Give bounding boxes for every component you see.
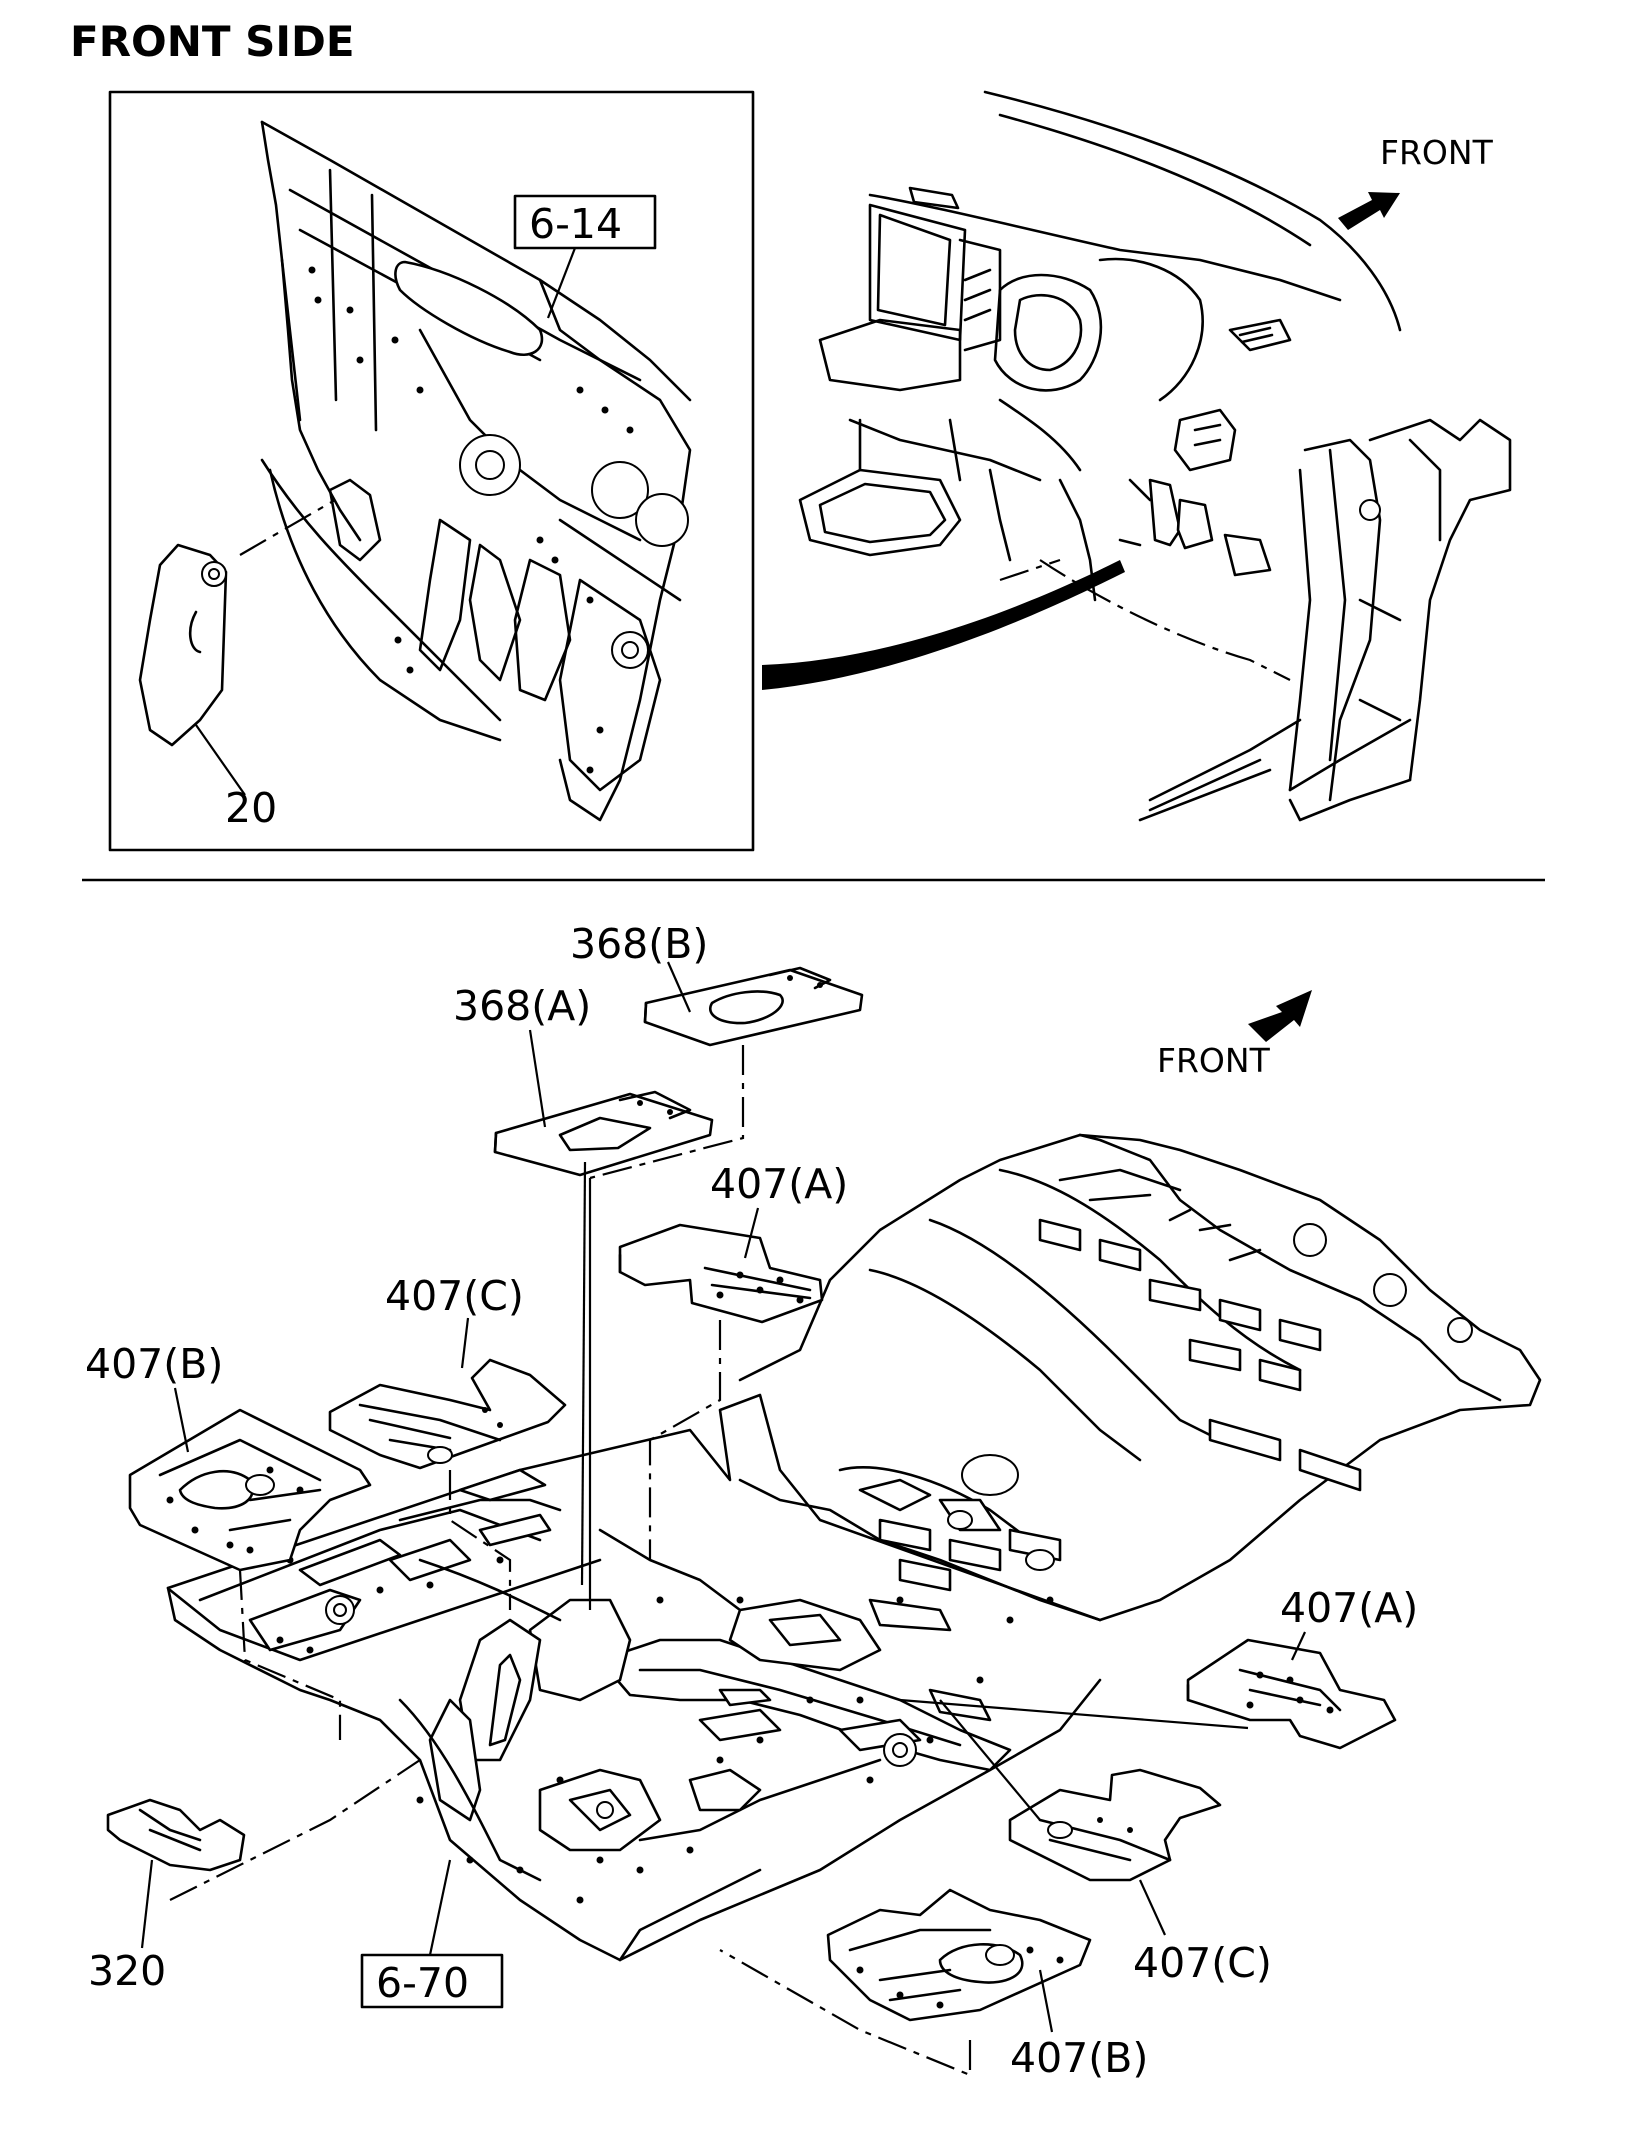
- part-407b-left: [128, 1408, 372, 1572]
- label-part-368a: 368(A): [453, 982, 591, 1030]
- front-label-top: FRONT: [1380, 133, 1494, 172]
- part-368b: [643, 966, 864, 1047]
- inset-dash-panel: 20 6-14: [108, 90, 755, 852]
- ref-box-6-14: [513, 194, 657, 250]
- part-407a-right: [1186, 1638, 1397, 1750]
- label-part-407b-left: 407(B): [85, 1340, 223, 1388]
- part-368a: [493, 1090, 714, 1177]
- front-arrow-icon: [1248, 990, 1312, 1042]
- label-ref-6-14: 6-14: [529, 200, 622, 248]
- label-part-407c-right: 407(C): [1133, 1939, 1272, 1987]
- front-arrow-icon: [1338, 192, 1400, 230]
- label-part-407a-top: 407(A): [710, 1160, 848, 1208]
- front-label-bottom: FRONT: [1157, 1041, 1271, 1080]
- inset-frame: [108, 90, 755, 852]
- vehicle-interior-view: FRONT: [762, 90, 1512, 822]
- inset-callout-band: [762, 560, 1125, 690]
- label-part-320: 320: [88, 1947, 166, 1995]
- ref-box-6-70: [360, 1953, 504, 2009]
- part-407b-bottom: [826, 1888, 1092, 2022]
- label-part-407a-right: 407(A): [1280, 1584, 1418, 1632]
- part-407a-top: [618, 1223, 824, 1324]
- label-part-368b: 368(B): [570, 920, 708, 968]
- label-ref-6-70: 6-70: [376, 1959, 469, 2007]
- section-title: FRONT SIDE: [70, 17, 355, 66]
- label-part-407c-left: 407(C): [385, 1272, 524, 1320]
- floor-assembly-view: FRONT: [166, 990, 1542, 1962]
- label-part-20: 20: [225, 784, 277, 832]
- dash-panel-drawing: [260, 120, 692, 822]
- part-407c-right: [1008, 1768, 1222, 1882]
- part-320: [106, 1798, 246, 1872]
- label-part-407b-bottom: 407(B): [1010, 2034, 1148, 2082]
- part-407c-left: [328, 1358, 567, 1470]
